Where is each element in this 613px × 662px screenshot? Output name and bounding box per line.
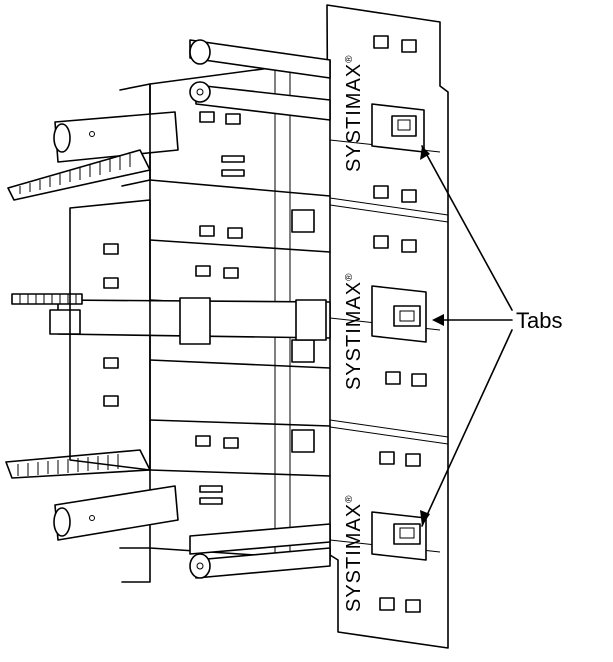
module-slots (195, 111, 315, 505)
middle-comb (11, 293, 83, 305)
lower-comb (5, 449, 151, 479)
callout-arrows (420, 145, 513, 527)
registered-mark: ® (344, 494, 355, 502)
bottom-hinge-arm (189, 523, 331, 579)
brand-label-top: SYSTIMAX® (343, 54, 365, 172)
registered-mark: ® (344, 272, 355, 280)
brand-text: SYSTIMAX® (343, 494, 365, 612)
middle-cross-arm (49, 297, 331, 345)
brand-text: SYSTIMAX® (343, 54, 365, 172)
registered-mark: ® (344, 54, 355, 62)
brand-label-bottom: SYSTIMAX® (343, 494, 365, 612)
rear-frame (69, 83, 151, 583)
lower-tab (371, 511, 427, 561)
callout-label: Tabs (516, 308, 562, 333)
middle-tab (371, 285, 427, 343)
top-hinge-arm (189, 39, 331, 121)
brand-label-middle: SYSTIMAX® (343, 272, 365, 390)
lower-clip (53, 485, 179, 541)
upper-clip (53, 111, 179, 163)
brand-text: SYSTIMAX® (343, 272, 365, 390)
faceplate-ports (373, 35, 427, 613)
upper-tab (371, 103, 425, 153)
